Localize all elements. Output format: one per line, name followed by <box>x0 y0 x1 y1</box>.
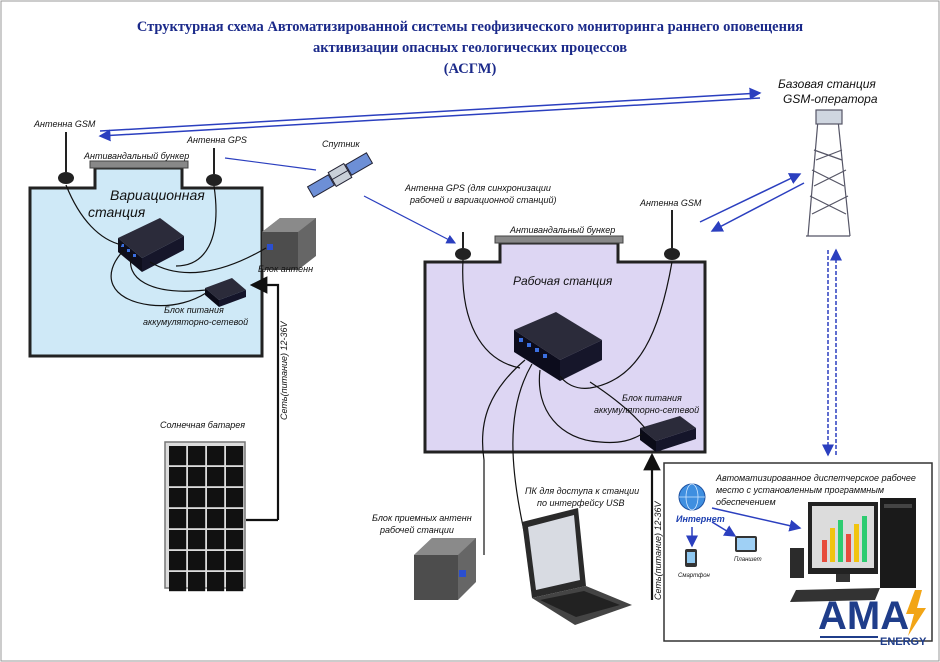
antenna-gsm-right-label: Антенна GSM <box>639 198 702 208</box>
solar-cell <box>226 467 244 487</box>
satellite-icon <box>306 152 374 198</box>
pc-label-1: ПК для доступа к станции <box>525 486 639 496</box>
solar-cell <box>226 530 244 550</box>
power-block-right <box>640 416 696 452</box>
antenna-gsm-left-icon <box>58 132 74 184</box>
solar-cell <box>226 509 244 529</box>
pc-label-2: по интерфейсу USB <box>537 498 624 508</box>
ama-energy-logo: AMA ENERGY <box>818 590 927 648</box>
solar-cell <box>226 572 244 592</box>
mains-line-left <box>249 276 280 520</box>
antenna-gsm-left-label: Антенна GSM <box>33 119 96 129</box>
bunker-lid-right <box>494 235 624 244</box>
gsm-tower-icon <box>806 109 851 237</box>
logo-main: AMA <box>818 594 909 638</box>
gsm-link-left-to-base <box>99 87 762 132</box>
solar-cell <box>207 446 225 466</box>
internet-label: Интернет <box>676 514 725 524</box>
power-block-right-label-2: аккумуляторно-сетевой <box>594 405 699 415</box>
internet-to-pc-arrow <box>711 507 802 532</box>
solar-cell <box>169 446 187 466</box>
workplace-label-3: обеспечением <box>716 497 776 507</box>
tablet-icon <box>735 536 757 552</box>
mains-right-label: Сеть(питание) 12-36V <box>653 501 663 600</box>
solar-cell <box>207 509 225 529</box>
solar-cell <box>188 551 206 571</box>
antenna-gps-right-icon <box>455 232 471 260</box>
gsm-link-base-to-left <box>98 97 761 142</box>
solar-cell <box>169 530 187 550</box>
antenna-gps-right-label-2: рабочей и вариационной станций) <box>409 195 556 205</box>
laptop-icon <box>522 508 632 625</box>
bunker-left-label: Антивандальный бункер <box>83 151 189 161</box>
solar-cell <box>226 551 244 571</box>
solar-cell <box>188 446 206 466</box>
solar-panel <box>164 441 246 592</box>
solar-cell <box>188 509 206 529</box>
title-line-2: активизации опасных геологических процес… <box>313 40 627 56</box>
power-block-left <box>205 278 246 307</box>
title-line-3: (АСГМ) <box>444 61 497 77</box>
receive-antennas-label-2: рабочей станции <box>379 525 454 535</box>
internet-to-tablet-arrow <box>711 521 737 537</box>
solar-cell <box>169 572 187 592</box>
tablet-label: Планшет <box>734 557 762 563</box>
power-block-left-label-2: аккумуляторно-сетевой <box>143 317 248 327</box>
smartphone-label: Смартфон <box>678 573 711 579</box>
solar-cell <box>226 446 244 466</box>
gps-link-left <box>224 157 317 171</box>
solar-cell <box>207 467 225 487</box>
bunker-lid-left <box>89 160 189 169</box>
solar-cell <box>169 509 187 529</box>
solar-cell <box>226 488 244 508</box>
solar-cell <box>207 530 225 550</box>
smartphone-icon <box>685 549 697 567</box>
base-station-label-1: Базовая станция <box>778 77 876 91</box>
antenna-block-cube <box>262 218 316 270</box>
solar-cell <box>207 551 225 571</box>
solar-cell <box>188 572 206 592</box>
gsm-link-right-to-base <box>699 173 802 223</box>
gps-link-right <box>363 195 457 244</box>
logo-sub: ENERGY <box>880 636 927 648</box>
work-station-device <box>514 312 602 381</box>
solar-cell <box>207 488 225 508</box>
globe-icon <box>678 483 706 511</box>
variation-station-label-1: Вариационная <box>110 187 205 203</box>
solar-cell <box>169 467 187 487</box>
antenna-gps-left-label: Антенна GPS <box>186 135 247 145</box>
solar-cell <box>207 572 225 592</box>
power-block-left-label-1: Блок питания <box>164 305 224 315</box>
work-station-cables <box>462 259 673 555</box>
variation-station-cables <box>65 184 267 307</box>
receive-antennas-label-1: Блок приемных антенн <box>372 513 472 523</box>
power-block-right-label-1: Блок питания <box>622 393 682 403</box>
gsm-link-base-to-right <box>710 182 805 232</box>
solar-label: Солнечная батарея <box>160 420 245 430</box>
antenna-gps-right-label-1: Антенна GPS (для синхронизации <box>404 183 551 193</box>
solar-cell <box>188 488 206 508</box>
workplace-label-1: Автоматизированное диспетчерское рабочее <box>715 473 916 483</box>
antenna-gps-left-icon <box>206 148 222 186</box>
antenna-gsm-right-icon <box>664 210 680 260</box>
solar-cell <box>169 488 187 508</box>
workplace-label-2: место с установленным программным <box>716 485 884 495</box>
variation-station-label-2: станция <box>88 204 146 220</box>
base-station-label-2: GSM-оператора <box>783 92 878 106</box>
solar-cell <box>188 530 206 550</box>
solar-cell <box>169 551 187 571</box>
mains-left-label: Сеть(питание) 12-36V <box>279 321 289 420</box>
antenna-block-label: Блок антенн <box>258 264 313 274</box>
receive-antenna-block-cube <box>414 538 476 600</box>
bunker-right-label: Антивандальный бункер <box>509 225 615 235</box>
satellite-label: Спутник <box>322 139 360 149</box>
desktop-computer-icon <box>790 498 916 602</box>
title-line-1: Структурная схема Автоматизированной сис… <box>137 19 803 35</box>
work-station-label: Рабочая станция <box>513 274 613 288</box>
solar-cell <box>188 467 206 487</box>
